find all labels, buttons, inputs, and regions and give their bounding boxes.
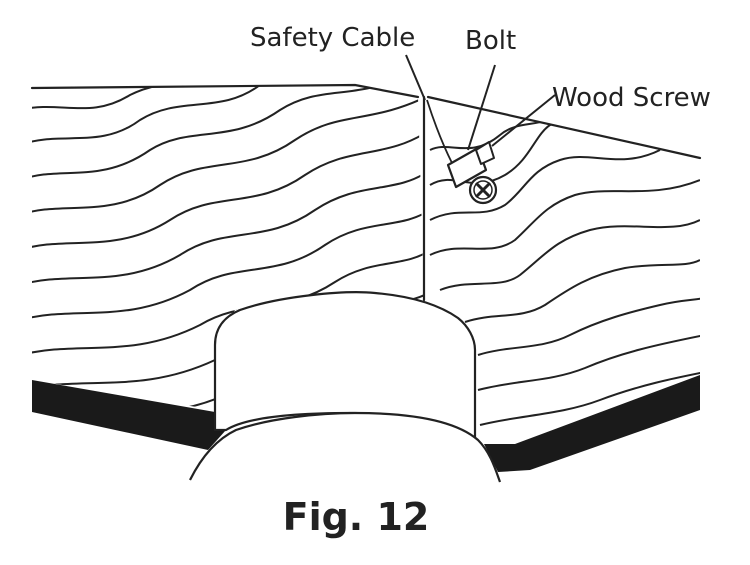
ceiling-left bbox=[32, 380, 226, 450]
wood-screw-icon bbox=[468, 175, 498, 205]
safety-cable-leader bbox=[405, 54, 426, 101]
fan-housing bbox=[189, 411, 502, 483]
left-wood-joist bbox=[30, 83, 426, 410]
wood-screw-label: Wood Screw bbox=[552, 83, 711, 113]
safety-cable-label: Safety Cable bbox=[250, 23, 415, 53]
bolt-label: Bolt bbox=[465, 26, 516, 56]
safety-cable bbox=[426, 99, 453, 164]
left-wood-grain bbox=[32, 85, 424, 410]
ceiling-right bbox=[484, 375, 700, 472]
bolt-bracket bbox=[446, 141, 495, 189]
figure-caption: Fig. 12 bbox=[283, 495, 430, 539]
bolt-leader bbox=[467, 64, 496, 151]
wood-screw-leader bbox=[491, 94, 556, 147]
